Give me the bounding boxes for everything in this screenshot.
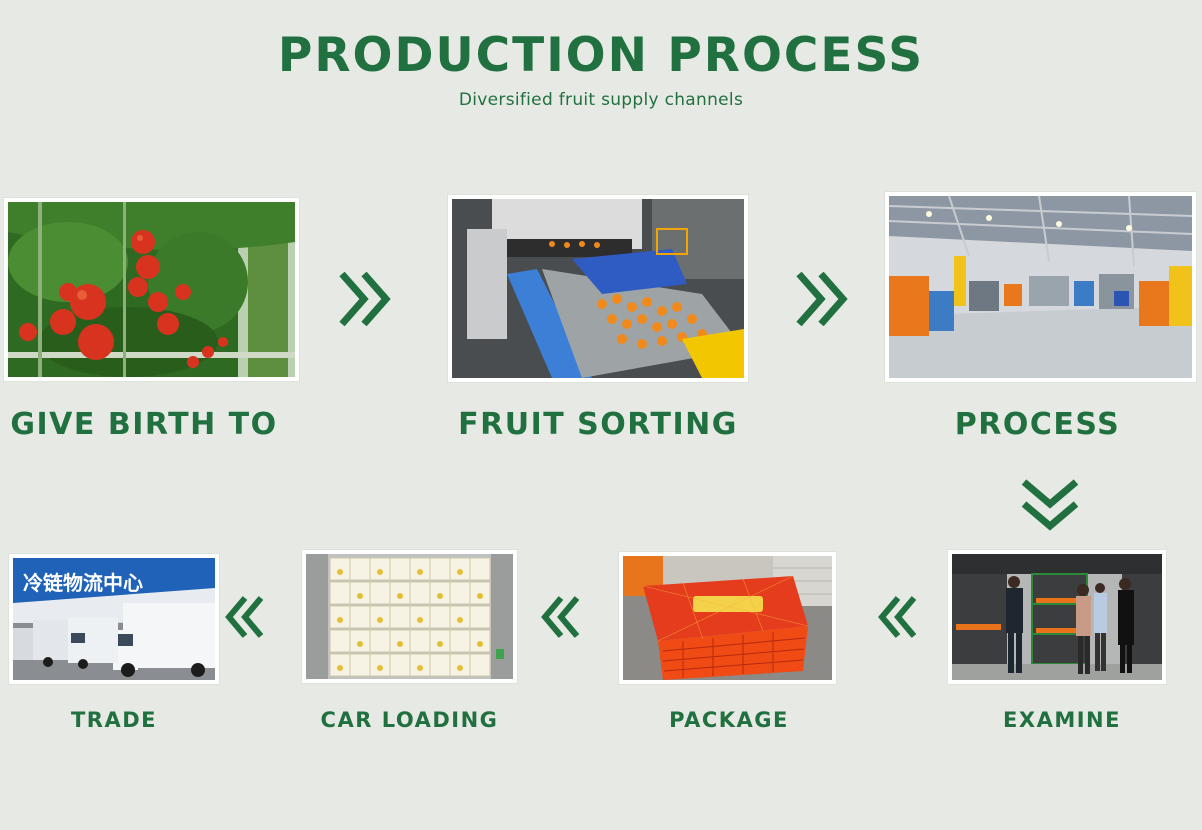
chevron-left-icon: [225, 596, 265, 638]
warehouse-inspection-photo: [948, 550, 1166, 684]
chevron-right-icon: [795, 272, 851, 326]
chevron-left-icon: [878, 596, 918, 638]
page-subtitle: Diversified fruit supply channels: [458, 90, 744, 110]
step-label-package: PACKAGE: [669, 708, 789, 732]
tomato-greenhouse-photo: [4, 198, 299, 381]
factory-floor-photo: [885, 192, 1196, 382]
step-label-car-loading: CAR LOADING: [320, 708, 499, 732]
refrigerated-trucks-photo: 冷链物流中心: [9, 554, 219, 684]
step-label-examine: EXAMINE: [1003, 708, 1121, 732]
chevron-left-icon: [541, 596, 581, 638]
page-title: PRODUCTION PROCESS: [277, 28, 925, 83]
step-label-give-birth-to: GIVE BIRTH TO: [10, 407, 278, 442]
chevron-right-icon: [338, 272, 394, 326]
step-label-process: PROCESS: [954, 407, 1121, 442]
sign-text: 冷链物流中心: [23, 571, 143, 595]
step-label-fruit-sorting: FRUIT SORTING: [458, 407, 738, 442]
step-label-trade: TRADE: [70, 708, 158, 732]
orange-crate-photo: [619, 552, 836, 684]
chevron-down-icon: [1022, 478, 1078, 534]
orange-sorting-machine-photo: [448, 195, 748, 382]
boxes-loaded-truck-photo: [302, 550, 517, 683]
